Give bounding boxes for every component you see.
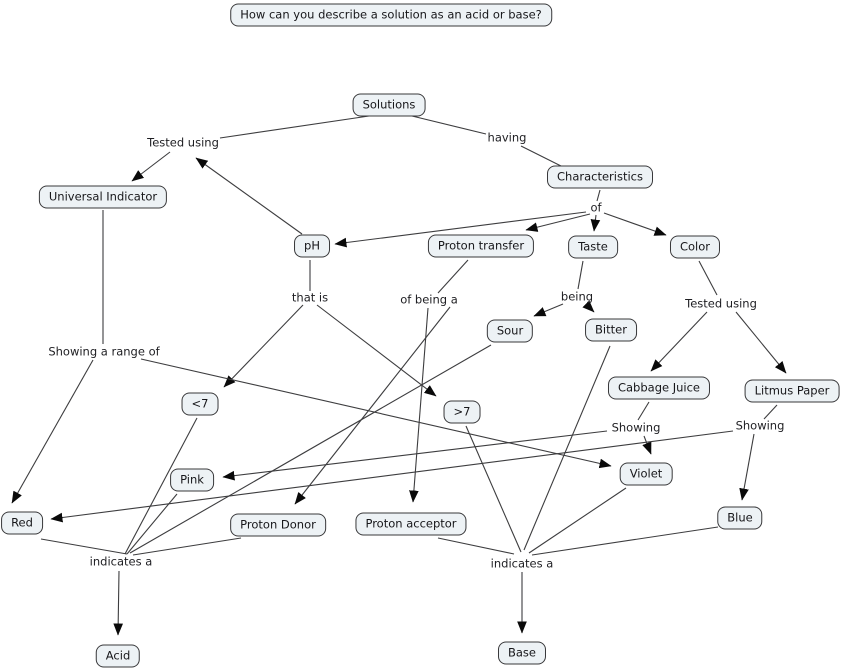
edge-tested-using-to-litmus-paper	[735, 311, 787, 374]
node-red[interactable]: Red	[1, 511, 43, 535]
edge-taste-to-being	[577, 260, 584, 290]
edge-characteristics-to-of	[596, 189, 601, 202]
edge-having-to-characteristics	[520, 145, 562, 167]
edge-that-is-to-less-than-7	[223, 304, 304, 388]
edge-solutions-to-tested-using	[219, 115, 370, 139]
edge-blue-to-indicates-a	[531, 526, 719, 556]
edge-being-to-sour	[533, 303, 564, 317]
edge-showing-range-to-violet	[140, 358, 612, 469]
edge-bitter-to-indicates-a	[523, 345, 611, 551]
edge-label-of-being-a[interactable]: of being a	[400, 292, 458, 307]
edge-violet-to-indicates-a	[528, 487, 627, 554]
edge-of-to-ph	[334, 211, 587, 248]
edge-tested-using-to-universal-indicator	[131, 151, 171, 182]
edge-tested-using-to-cabbage-juice	[650, 311, 708, 372]
node-violet[interactable]: Violet	[619, 462, 673, 486]
node-characteristics[interactable]: Characteristics	[547, 165, 653, 189]
edge-ph-to-tested-using	[195, 157, 303, 235]
edge-being-to-bitter	[582, 300, 595, 313]
node-universal-indicator[interactable]: Universal Indicator	[38, 185, 168, 209]
edge-label-being[interactable]: being	[560, 289, 594, 304]
edge-solutions-to-having	[411, 115, 487, 135]
edge-label-showing-a-range-of[interactable]: Showing a range of	[48, 344, 160, 359]
edge-label-of[interactable]: of	[590, 200, 602, 215]
edge-proton-donor-to-indicates-a	[132, 537, 242, 556]
node-cabbage-juice[interactable]: Cabbage Juice	[607, 376, 711, 400]
edge-pink-to-indicates-a	[126, 493, 178, 555]
node-proton-acceptor[interactable]: Proton acceptor	[355, 512, 467, 536]
edge-label-indicates-a-left[interactable]: indicates a	[89, 554, 153, 569]
edge-that-is-to-greater-than-7	[316, 304, 437, 397]
node-proton-donor[interactable]: Proton Donor	[230, 513, 326, 537]
edge-proton-transfer-to-of-being-a	[437, 259, 469, 294]
node-bitter[interactable]: Bitter	[585, 318, 637, 342]
edge-showing-to-red	[50, 430, 734, 523]
edge-label-indicates-a-right[interactable]: indicates a	[490, 556, 554, 571]
edge-greater-than-7-to-indicates-a	[465, 425, 522, 553]
node-color[interactable]: Color	[669, 235, 721, 259]
edge-label-that-is[interactable]: that is	[291, 290, 329, 305]
node-greater-than-7[interactable]: >7	[443, 400, 481, 424]
edge-label-showing-cabbage[interactable]: Showing	[611, 420, 661, 435]
node-less-than-7[interactable]: <7	[181, 392, 219, 416]
node-proton-transfer[interactable]: Proton transfer	[427, 234, 535, 258]
edge-of-to-proton-transfer	[525, 213, 591, 232]
edge-of-being-a-to-proton-acceptor	[409, 307, 429, 503]
node-question[interactable]: How can you describe a solution as an ac…	[230, 3, 552, 27]
edge-showing-to-pink	[222, 430, 608, 481]
edge-sour-to-indicates-a	[129, 344, 492, 554]
edge-cabbage-juice-to-showing	[637, 401, 650, 421]
node-sour[interactable]: Sour	[486, 319, 534, 343]
node-solutions[interactable]: Solutions	[352, 93, 426, 117]
edge-label-tested-using-right[interactable]: Tested using	[685, 296, 757, 311]
node-taste[interactable]: Taste	[568, 235, 618, 259]
edge-showing-to-violet	[642, 435, 652, 455]
node-litmus-paper[interactable]: Litmus Paper	[744, 379, 840, 403]
edge-of-being-a-to-proton-donor	[294, 306, 451, 505]
edge-showing-to-blue	[739, 433, 755, 501]
edge-less-than-7-to-indicates-a	[124, 417, 198, 555]
edge-color-to-tested-using	[698, 260, 718, 296]
edge-of-to-color	[603, 212, 667, 236]
edge-showing-range-to-red	[11, 359, 94, 504]
edge-proton-acceptor-to-indicates-a	[437, 537, 515, 555]
edge-litmus-paper-to-showing	[763, 404, 778, 420]
edge-label-tested-using-left[interactable]: Tested using	[147, 135, 219, 150]
node-base[interactable]: Base	[497, 641, 547, 665]
node-blue[interactable]: Blue	[717, 506, 763, 530]
edge-red-to-indicates-a	[40, 538, 128, 555]
node-pink[interactable]: Pink	[170, 468, 214, 492]
node-acid[interactable]: Acid	[95, 644, 141, 668]
edge-of-to-taste	[590, 214, 601, 232]
edge-label-showing-litmus[interactable]: Showing	[735, 418, 785, 433]
edge-indicates-a-to-acid	[113, 570, 124, 636]
edge-label-having[interactable]: having	[487, 130, 527, 145]
node-ph[interactable]: pH	[294, 234, 330, 258]
